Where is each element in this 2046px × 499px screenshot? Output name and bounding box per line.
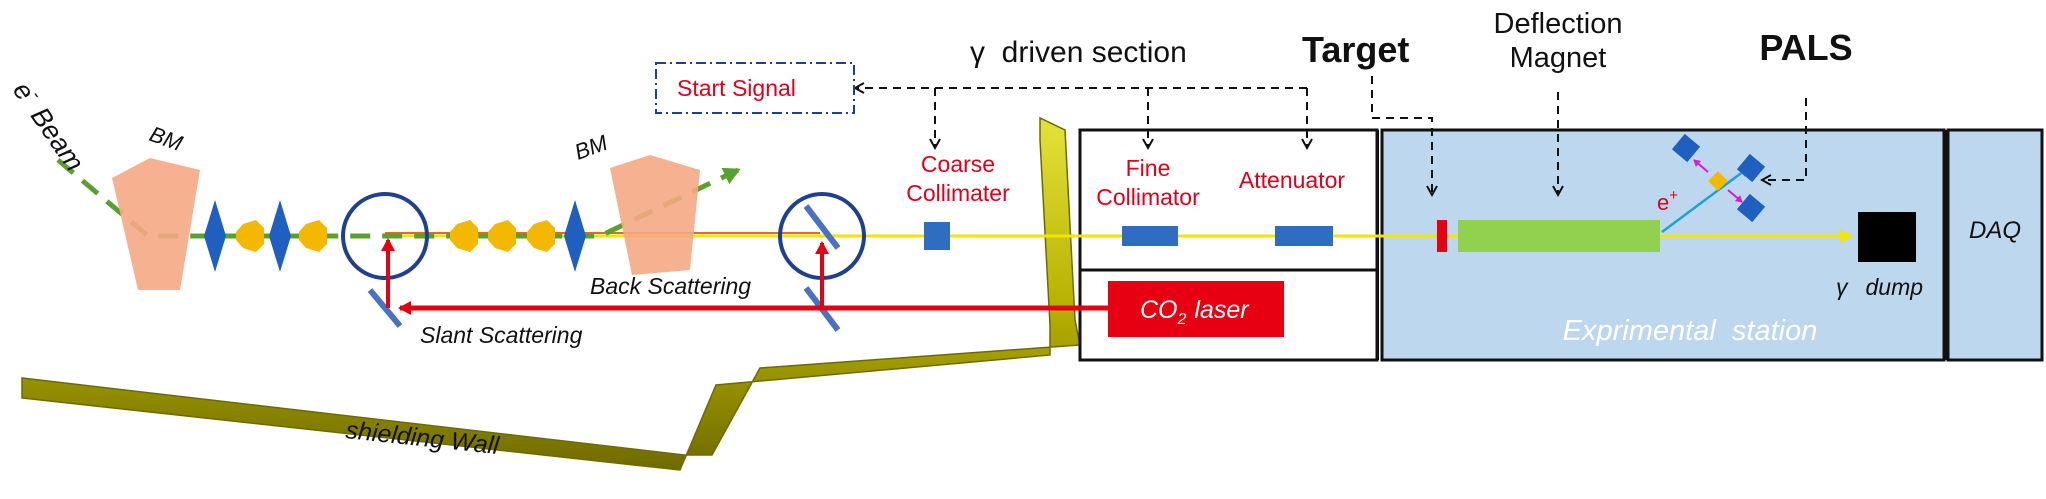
back-scattering-label: Back Scattering xyxy=(590,273,751,299)
mirror-slant xyxy=(367,288,403,328)
slant-scattering-label: Slant Scattering xyxy=(420,322,583,348)
bending-magnet-left xyxy=(112,158,200,290)
bm-left-label: BM xyxy=(146,121,186,156)
target xyxy=(1437,220,1447,252)
deflection-magnet xyxy=(1458,220,1660,252)
pals-detectors xyxy=(1671,133,1766,223)
fine-collimator xyxy=(1122,226,1178,246)
coarse-collimator xyxy=(924,222,950,250)
gamma-dump xyxy=(1858,212,1916,262)
pals-label: PALS xyxy=(1759,27,1852,68)
gamma-section-label: γ driven section xyxy=(970,36,1187,69)
station-label: Exprimental station xyxy=(1563,315,1818,347)
bm-right-label: BM xyxy=(571,130,611,165)
attenuator xyxy=(1275,226,1333,246)
attenuator-label: Attenuator xyxy=(1239,167,1345,193)
beam-label: e-Beam xyxy=(7,74,93,177)
positron-label: e+ xyxy=(1657,187,1678,215)
focusing-elements-right xyxy=(450,200,586,272)
start-signal-label: Start Signal xyxy=(677,75,796,101)
bending-magnet-right xyxy=(610,155,700,275)
focusing-elements-left xyxy=(204,200,327,272)
wall-label: shielding Wall xyxy=(344,416,501,460)
daq-box xyxy=(1946,128,2044,362)
target-label: Target xyxy=(1302,29,1409,70)
co2-laser xyxy=(1108,281,1284,337)
interaction-point-slant xyxy=(341,192,429,280)
shielding-wall xyxy=(21,116,1081,471)
mirror-back-1 xyxy=(803,204,841,250)
daq-label: DAQ xyxy=(1969,217,2021,244)
start-signal-box xyxy=(655,62,855,114)
